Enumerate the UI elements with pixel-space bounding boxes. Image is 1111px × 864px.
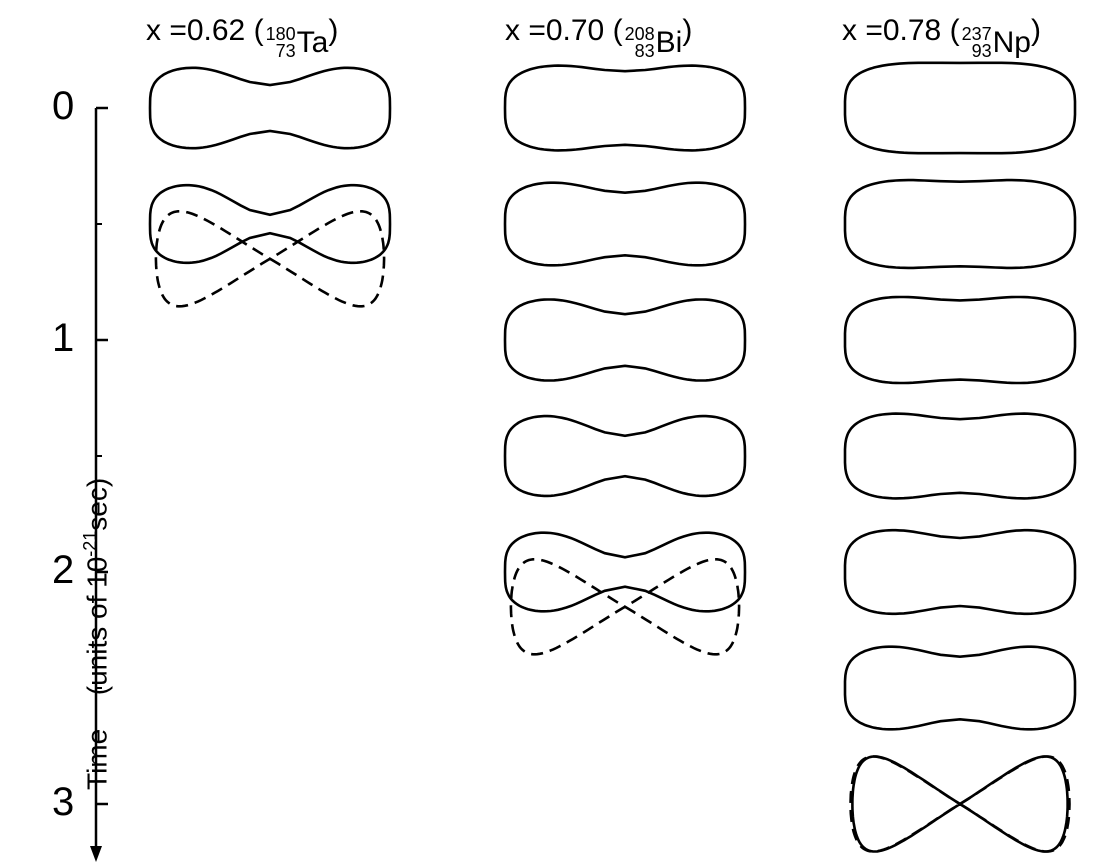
nuclear-shape [843, 412, 1077, 500]
column-title-x: x =0.70 ( [505, 14, 623, 47]
nuclear-shape [148, 183, 392, 265]
scission-shape-dashed [154, 210, 386, 308]
nuclide-charge: 73 [275, 41, 296, 61]
axis-tick-label: 2 [52, 548, 75, 592]
nuclear-shape [503, 181, 747, 267]
nuclide-element: Ta [296, 26, 329, 59]
nuclide-mass: 237 [961, 24, 992, 44]
nuclear-shape [503, 64, 747, 152]
column-title-paren: ) [682, 14, 693, 47]
column-title-paren: ) [1030, 14, 1041, 47]
column-title-paren: ) [328, 14, 339, 47]
column-title-x: x =0.62 ( [146, 14, 264, 47]
nuclear-shape [503, 414, 747, 498]
nuclear-shape [843, 645, 1077, 731]
nuclear-shape [843, 528, 1077, 616]
nuclear-shape [148, 66, 392, 150]
axis-tick-label: 0 [52, 84, 75, 128]
nuclide-mass: 208 [624, 24, 655, 44]
nuclide-element: Bi [655, 26, 683, 59]
nuclear-shape [843, 178, 1077, 270]
nuclear-shape [503, 298, 747, 382]
time-axis-arrow [90, 846, 102, 862]
nuclide-charge: 83 [634, 41, 655, 61]
nuclide-element: Np [992, 26, 1031, 59]
nuclear-shape [843, 61, 1077, 155]
column-title-x: x =0.78 ( [842, 14, 960, 47]
nuclide-charge: 93 [971, 41, 992, 61]
axis-tick-label: 1 [52, 316, 75, 360]
nuclide-mass: 180 [265, 24, 296, 44]
nuclear-shape [503, 531, 747, 613]
nuclear-shape [843, 295, 1077, 385]
axis-tick-label: 3 [52, 780, 75, 824]
scission-shape-dashed [849, 755, 1071, 853]
scission-shape-dashed [509, 558, 741, 656]
